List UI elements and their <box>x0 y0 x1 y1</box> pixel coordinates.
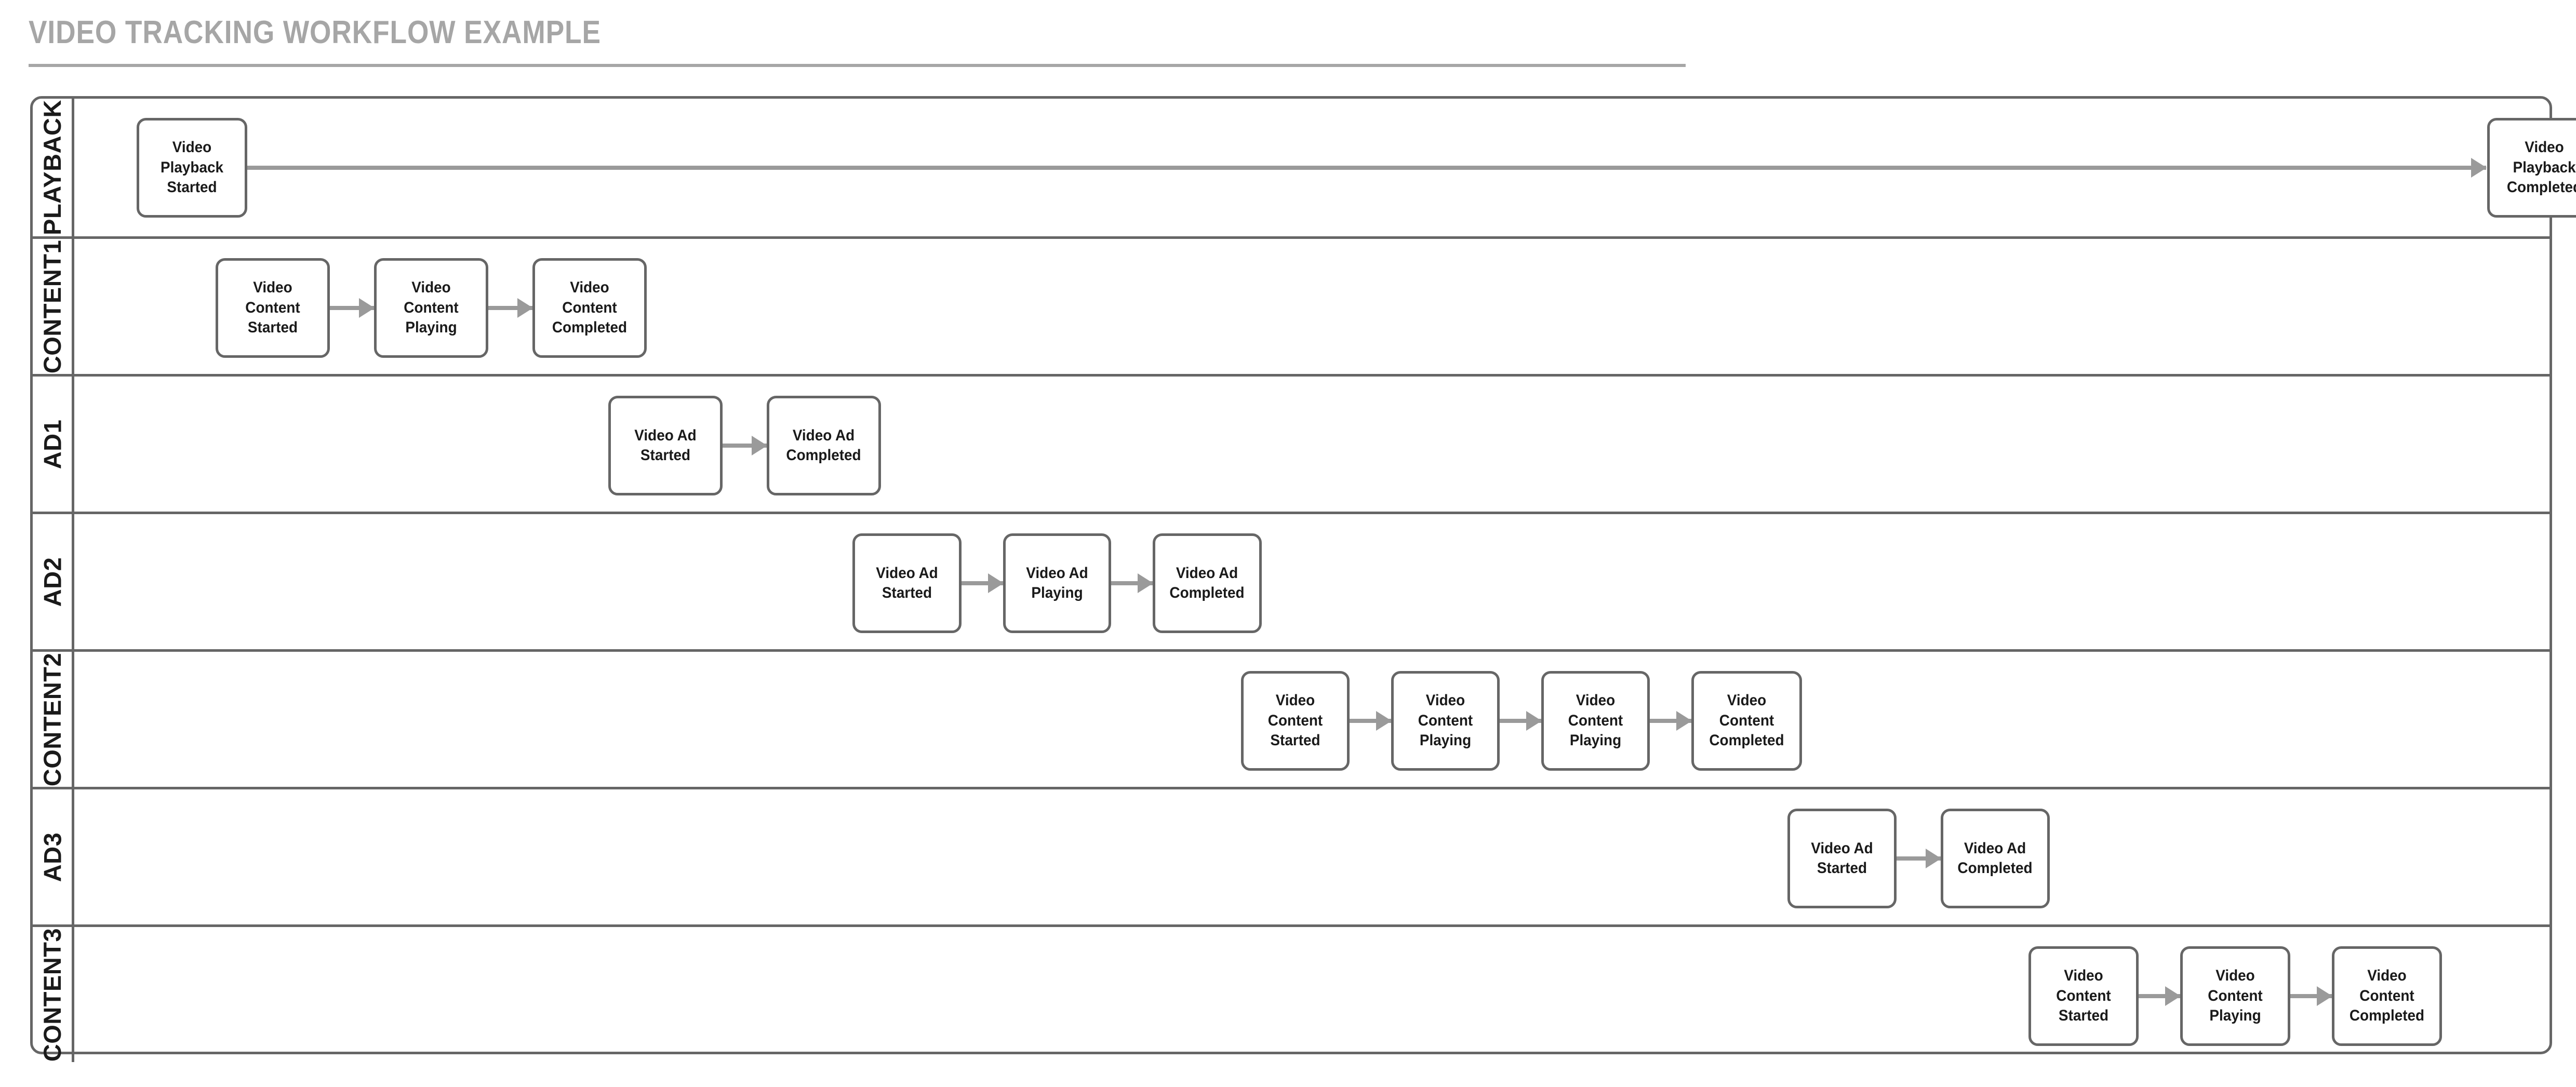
lane-header-playback: PLAYBACK <box>33 99 74 236</box>
connector-playback-started-to-completed <box>247 158 2487 178</box>
connector-content2-2 <box>1500 711 1542 731</box>
node-label: Video Content Completed <box>552 279 628 337</box>
lane-header-ad3: AD3 <box>33 789 74 924</box>
connector-content1-1 <box>330 298 375 318</box>
node-video-playback-started[interactable]: Video Playback Started <box>137 118 247 218</box>
connector-content3-1 <box>2139 986 2181 1006</box>
lane-header-content1: CONTENT1 <box>33 239 74 374</box>
swimlane-ad3: AD3 Video Ad Started Video Ad Completed <box>33 787 2550 924</box>
arrowhead-icon <box>2471 158 2487 178</box>
node-video-ad-started[interactable]: Video Ad Started <box>1787 809 1897 908</box>
arrowhead-icon <box>1926 849 1941 868</box>
node-label: Video Ad Started <box>1811 839 1873 877</box>
node-label: Video Ad Completed <box>1957 839 2033 877</box>
node-video-content-started[interactable]: Video Content Started <box>1241 671 1350 771</box>
node-label: Video Playback Completed <box>2506 139 2576 196</box>
arrowhead-icon <box>2317 986 2332 1006</box>
arrowhead-icon <box>1376 711 1392 731</box>
node-label: Video Ad Started <box>634 426 697 464</box>
node-video-content-playing[interactable]: Video Content Playing <box>374 258 488 358</box>
arrowhead-icon <box>988 573 1004 593</box>
swimlane-content3: CONTENT3 Video Content Started Video Con… <box>33 924 2550 1062</box>
swimlane-content1: CONTENT1 Video Content Started Video Con… <box>33 236 2550 374</box>
lane-header-ad1: AD1 <box>33 377 74 512</box>
lane-label-ad3: AD3 <box>38 832 66 882</box>
connector-content3-2 <box>2290 986 2332 1006</box>
connector-ad1-1 <box>723 436 767 455</box>
node-label: Video Content Playing <box>2208 967 2263 1025</box>
node-video-content-playing[interactable]: Video Content Playing <box>1391 671 1500 771</box>
lane-label-content2: CONTENT2 <box>38 652 66 786</box>
lane-label-playback: PLAYBACK <box>38 100 66 235</box>
connector-ad3-1 <box>1897 849 1941 868</box>
connector-content2-3 <box>1650 711 1692 731</box>
lane-header-content2: CONTENT2 <box>33 652 74 787</box>
node-label: Video Playback Started <box>161 139 223 196</box>
node-label: Video Ad Playing <box>1026 564 1088 601</box>
node-label: Video Content Completed <box>1709 692 1784 749</box>
node-label: Video Content Playing <box>404 279 459 337</box>
node-video-content-started[interactable]: Video Content Started <box>2028 946 2139 1046</box>
node-video-ad-completed[interactable]: Video Ad Completed <box>767 396 881 495</box>
lane-label-content1: CONTENT1 <box>38 239 66 373</box>
node-video-content-completed[interactable]: Video Content Completed <box>532 258 647 358</box>
swimlane-playback: PLAYBACK Video Playback Started Video Pl… <box>33 99 2576 236</box>
node-label: Video Ad Completed <box>786 426 862 464</box>
swimlane-content2: CONTENT2 Video Content Started Video Con… <box>33 649 2550 787</box>
node-video-content-completed[interactable]: Video Content Completed <box>1691 671 1802 771</box>
connector-content2-1 <box>1350 711 1392 731</box>
node-label: Video Content Playing <box>1418 692 1473 749</box>
node-label: Video Content Started <box>1267 692 1323 749</box>
node-label: Video Ad Completed <box>1169 564 1245 601</box>
swimlane-ad1: AD1 Video Ad Started Video Ad Completed <box>33 374 2550 512</box>
lane-body-content1: Video Content Started Video Content Play… <box>74 239 2550 374</box>
arrowhead-icon <box>1138 573 1153 593</box>
node-video-ad-started[interactable]: Video Ad Started <box>608 396 723 495</box>
lane-body-ad3: Video Ad Started Video Ad Completed <box>74 789 2550 924</box>
arrowhead-icon <box>1526 711 1542 731</box>
lane-body-ad1: Video Ad Started Video Ad Completed <box>74 377 2550 512</box>
title-block: VIDEO TRACKING WORKFLOW EXAMPLE <box>29 15 1686 68</box>
node-video-content-started[interactable]: Video Content Started <box>216 258 330 358</box>
lane-body-ad2: Video Ad Started Video Ad Playing Video … <box>74 514 2550 649</box>
lane-body-playback: Video Playback Started Video Playback Co… <box>74 99 2576 236</box>
connector-content1-2 <box>488 298 533 318</box>
lane-header-content3: CONTENT3 <box>33 927 74 1062</box>
connector-ad2-1 <box>962 573 1004 593</box>
node-video-content-completed[interactable]: Video Content Completed <box>2332 946 2442 1046</box>
arrowhead-icon <box>359 298 375 318</box>
lane-label-ad2: AD2 <box>38 557 66 607</box>
node-video-content-playing-2[interactable]: Video Content Playing <box>1541 671 1650 771</box>
lane-label-content3: CONTENT3 <box>38 928 66 1062</box>
lane-label-ad1: AD1 <box>38 419 66 469</box>
title-divider <box>29 64 1686 68</box>
node-video-ad-playing[interactable]: Video Ad Playing <box>1003 533 1111 633</box>
node-video-ad-completed[interactable]: Video Ad Completed <box>1153 533 1262 633</box>
swimlane-diagram: PLAYBACK Video Playback Started Video Pl… <box>30 96 2576 1062</box>
node-video-content-playing[interactable]: Video Content Playing <box>2180 946 2290 1046</box>
node-video-playback-completed[interactable]: Video Playback Completed <box>2487 118 2576 218</box>
arrowhead-icon <box>1676 711 1692 731</box>
connector-ad2-2 <box>1111 573 1153 593</box>
node-label: Video Content Started <box>2056 967 2111 1025</box>
arrowhead-icon <box>752 436 767 455</box>
lane-body-content3: Video Content Started Video Content Play… <box>74 927 2550 1062</box>
node-label: Video Ad Started <box>876 564 938 601</box>
node-label: Video Content Completed <box>2349 967 2425 1025</box>
node-label: Video Content Playing <box>1568 692 1623 749</box>
lane-body-content2: Video Content Started Video Content Play… <box>74 652 2550 787</box>
node-video-ad-started[interactable]: Video Ad Started <box>852 533 962 633</box>
node-video-ad-completed[interactable]: Video Ad Completed <box>1941 809 2050 908</box>
lane-header-ad2: AD2 <box>33 514 74 649</box>
arrowhead-icon <box>517 298 533 318</box>
page-title: VIDEO TRACKING WORKFLOW EXAMPLE <box>29 15 601 50</box>
swimlane-ad2: AD2 Video Ad Started Video Ad Playing <box>33 512 2550 649</box>
node-label: Video Content Started <box>245 279 300 337</box>
arrowhead-icon <box>2165 986 2181 1006</box>
